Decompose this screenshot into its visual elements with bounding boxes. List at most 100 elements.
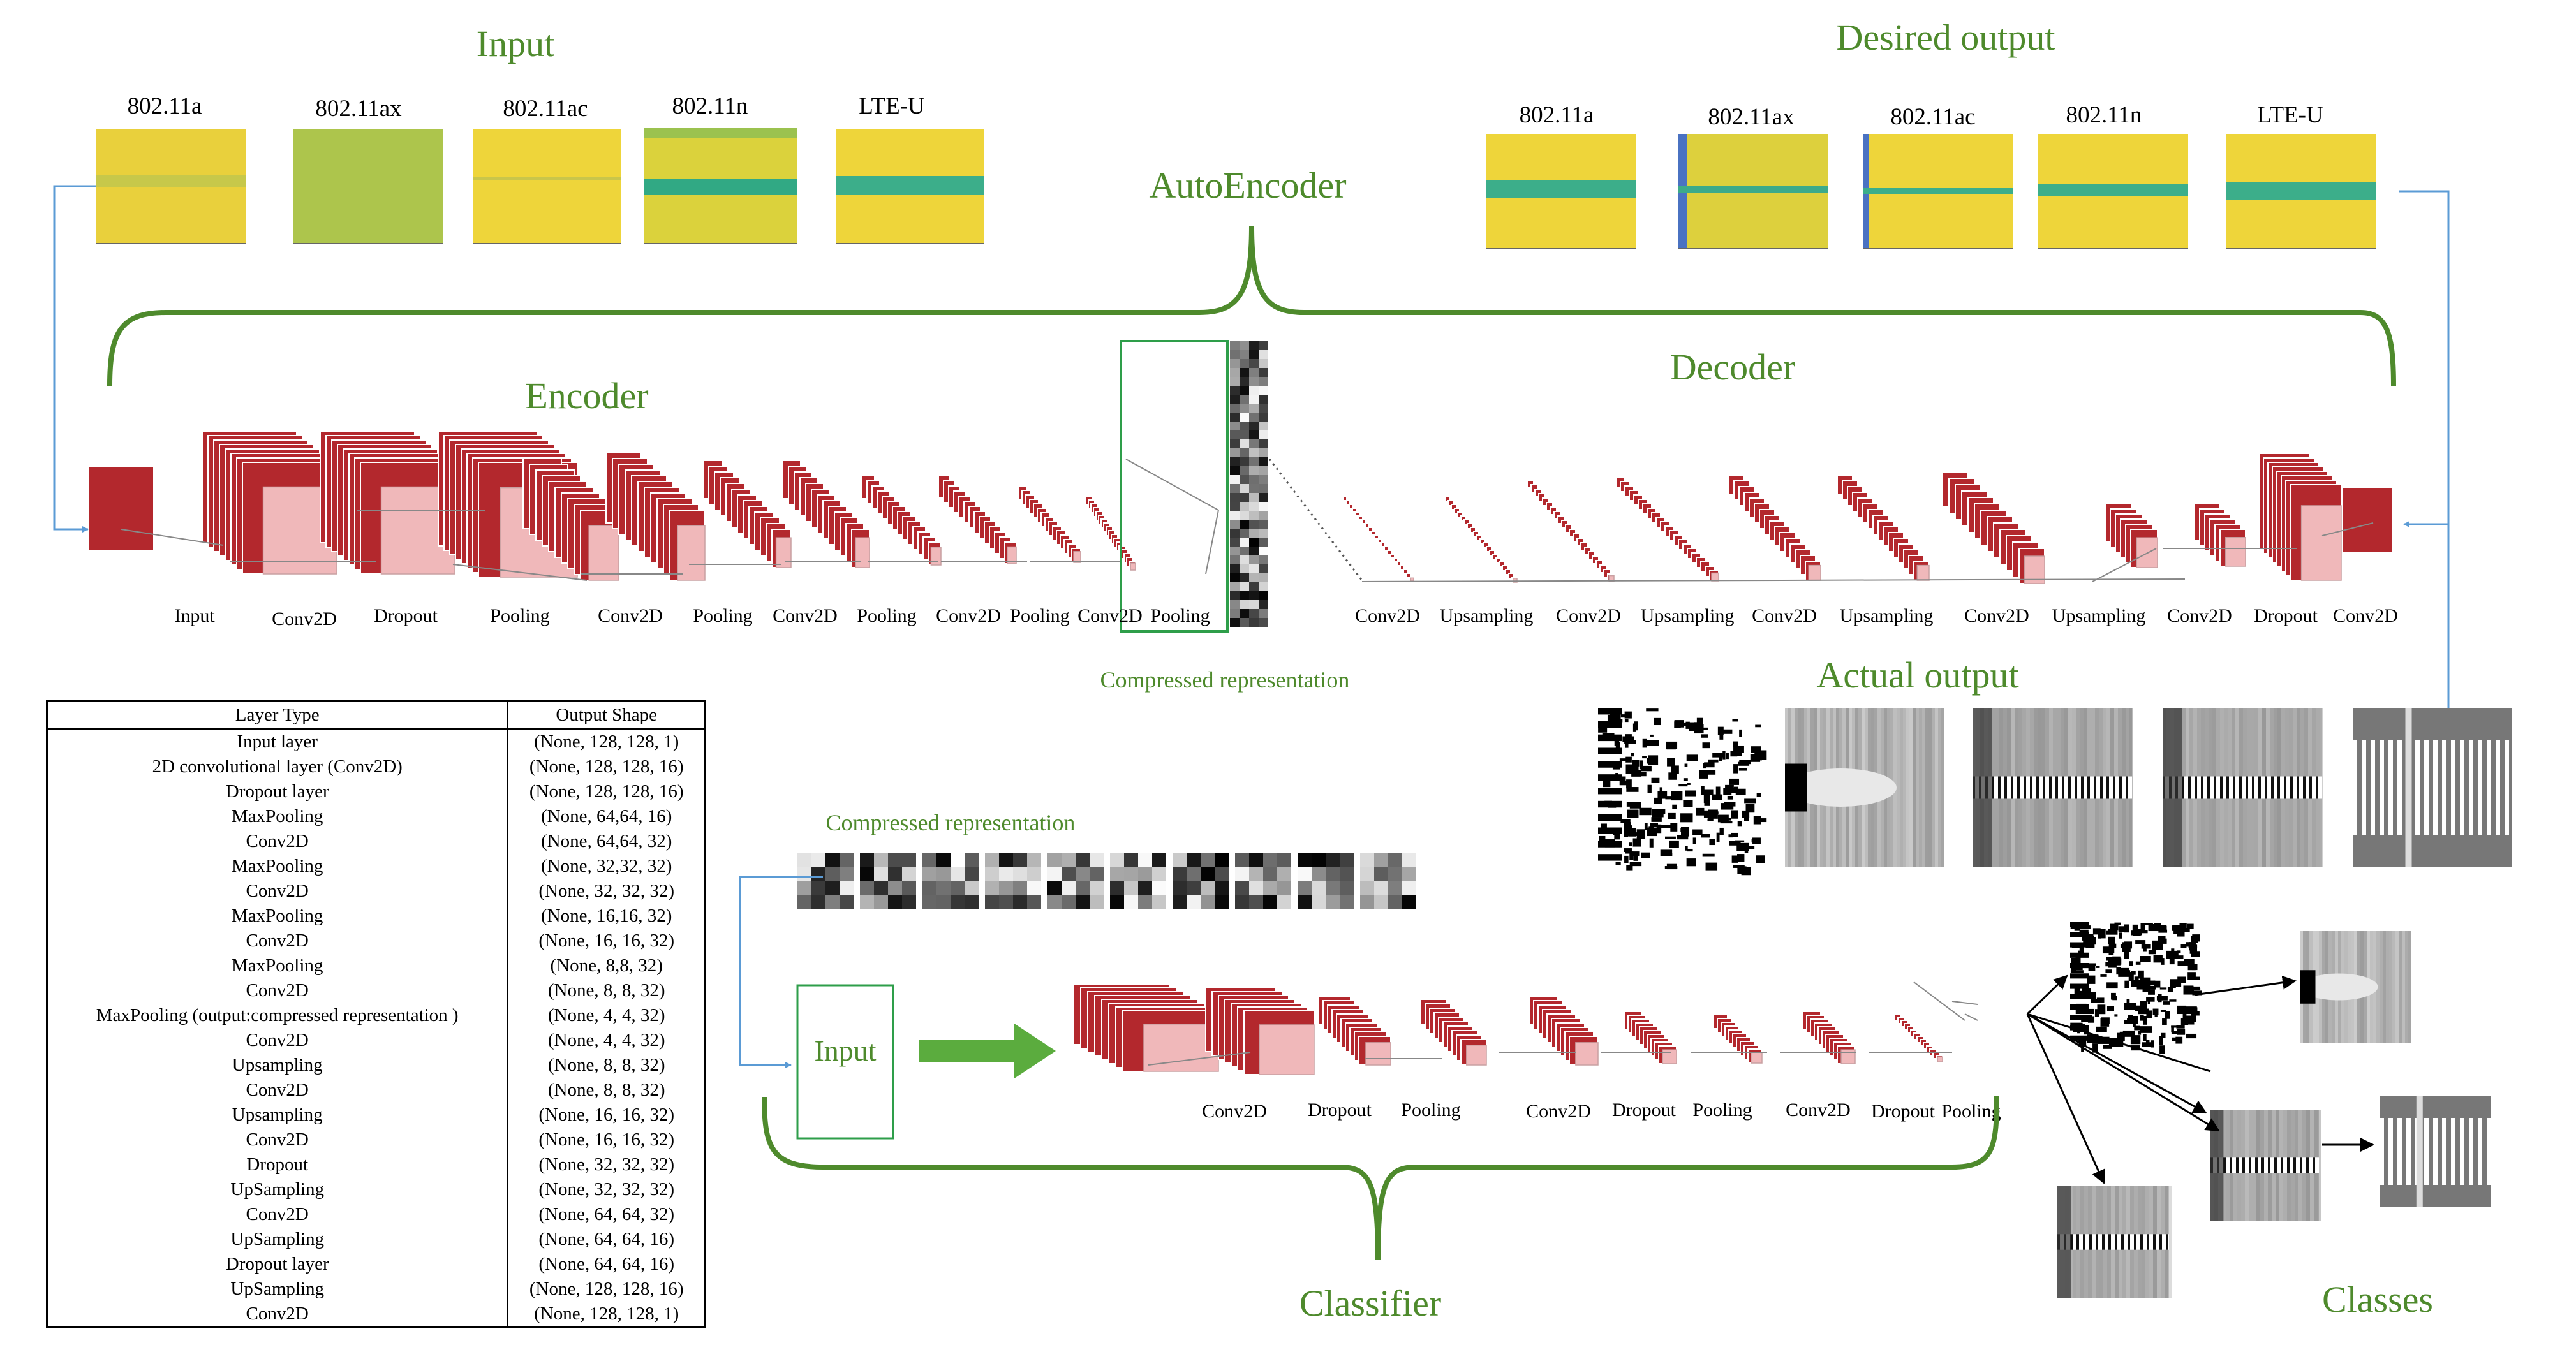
output-shape-cell: (None, 16,16, 32) (541, 906, 672, 926)
conv2d-stack (2194, 503, 2246, 567)
decoder-label: Conv2D (2333, 605, 2398, 626)
actual-output-802-11ax (1785, 708, 1944, 867)
class-802-11ac (2210, 1110, 2321, 1221)
compressed-to-decoder-link (1268, 459, 1363, 581)
desired-output-spectrograms: 802.11a 802.11ax 802.11ac 802.11n LTE-U (1486, 102, 2376, 249)
encoder-label: Dropout (374, 605, 438, 626)
classifier-brace (762, 1095, 1999, 1260)
table-row: Dropout layer (None, 64, 64, 16) (47, 1252, 706, 1277)
encoder-label: Conv2D (598, 605, 663, 626)
classifier-flow-arrow (919, 1024, 1056, 1078)
classifier-label: Dropout (1612, 1099, 1677, 1121)
encoder-label: Pooling (1150, 605, 1210, 626)
class-802-11a (2070, 922, 2202, 1054)
layer-type-cell: Dropout layer (47, 779, 509, 804)
output-shape-cell: (None, 64, 64, 32) (538, 1204, 675, 1224)
compressed-tile (1173, 853, 1229, 909)
table-row: Conv2D(None, 16, 16, 32) (47, 1128, 706, 1152)
class-lte-u (2380, 1096, 2491, 1207)
output-shape-cell: (None, 64, 64, 16) (538, 1229, 675, 1249)
layer-type-cell: MaxPooling (47, 854, 509, 879)
conv2d-stack (605, 452, 706, 581)
spectrogram-lte-u-desired (2226, 134, 2376, 249)
conv2d-stack (1073, 983, 1219, 1072)
layer-type-cell: MaxPooling (output:compressed representa… (47, 1003, 509, 1028)
layer-type-cell: Conv2D (47, 1028, 509, 1053)
table-row: MaxPooling (None, 32,32, 32) (47, 854, 706, 879)
classifier-label: Pooling (1692, 1099, 1752, 1121)
class-802-11ax (2300, 931, 2411, 1043)
compressed-tile (985, 853, 1041, 909)
conv2d-stack (1529, 996, 1599, 1066)
compressed-tile (860, 853, 916, 909)
spectrogram-802-11ax-input (293, 129, 443, 244)
output-shape-cell: (None, 128, 128, 16) (529, 756, 684, 777)
layer-type-cell: Conv2D (47, 829, 509, 854)
table-row: Input layer (None, 128, 128, 1) (47, 728, 706, 754)
input-spectrogram-label: 802.11a (128, 93, 202, 119)
conv2d-stack (1527, 480, 1615, 582)
actual-output-title: Actual output (1816, 654, 2018, 696)
output-shape-cell: (None, 32,32, 32) (541, 856, 672, 876)
output-shape-cell: (None, 64, 64, 16) (538, 1254, 675, 1274)
column-header-output-shape: Output Shape (507, 701, 706, 730)
conv2d-stack (1942, 471, 2045, 584)
table-row: Conv2D(None, 4, 4, 32) (47, 1028, 706, 1053)
actual-output-802-11a (1598, 708, 1767, 876)
table-row: UpSampling(None, 128, 128, 16) (47, 1277, 706, 1302)
spectrogram-802-11n-desired (2038, 134, 2188, 249)
output-spectrogram-label: 802.11ac (1890, 104, 1975, 130)
actual-output-802-11ac (1973, 708, 2133, 867)
table-row: UpSampling(None, 32, 32, 32) (47, 1177, 706, 1202)
input-title: Input (477, 23, 554, 64)
layer-type-cell: Dropout layer (47, 1252, 509, 1277)
table-row: Dropout(None, 32, 32, 32) (47, 1152, 706, 1177)
upsampling-stack (1444, 496, 1518, 583)
conv2d-stack (938, 475, 1017, 564)
autoencoder-brace (107, 226, 2396, 386)
classifier-label: Conv2D (1526, 1101, 1591, 1122)
classes-arrows (2026, 974, 2374, 1184)
layer-type-cell: 2D convolutional layer (Conv2D) (47, 754, 509, 779)
decoder-label: Conv2D (2167, 605, 2232, 626)
output-shape-cell: (None, 16, 16, 32) (538, 1129, 675, 1150)
compressed-representation-ae-label: Compressed representation (1100, 667, 1350, 693)
spectrogram-802-11a-input (96, 129, 246, 244)
conv2d-stack (1342, 496, 1414, 582)
layer-type-cell: Dropout (47, 1152, 509, 1177)
encoder-label: Conv2D (1077, 605, 1143, 626)
dropout-stack (1894, 1013, 1943, 1062)
pooling-stack (1420, 999, 1487, 1066)
compressed-representation-cls-label: Compressed representation (826, 810, 1076, 835)
layer-type-cell: Conv2D (47, 1078, 509, 1103)
layer-type-cell: Conv2D (47, 879, 509, 904)
spectrogram-802-11ac-input (473, 129, 621, 244)
decoder-label: Upsampling (1641, 605, 1735, 626)
classifier-input-box (796, 984, 894, 1140)
compressed-tile (1047, 853, 1104, 909)
classes-title: Classes (2322, 1279, 2433, 1320)
output-shape-cell: (None, 128, 128, 16) (529, 781, 684, 802)
layer-type-cell: MaxPooling (47, 804, 509, 829)
compressed-tile (1298, 853, 1354, 909)
upsampling-stack (1837, 474, 1930, 581)
decoder-label: Upsampling (1840, 605, 1934, 626)
layer-type-cell: Input layer (47, 728, 509, 754)
layer-type-cell: Conv2D (47, 1302, 509, 1328)
output-shape-cell: (None, 128, 128, 1) (534, 731, 679, 752)
table-row: Conv2D(None, 64,64, 32) (47, 829, 706, 854)
classifier-label: Dropout (1871, 1101, 1936, 1122)
output-shape-cell: (None, 16, 16, 32) (538, 930, 675, 951)
table-row: Conv2D(None, 16, 16, 32) (47, 929, 706, 953)
classifier-title: Classifier (1299, 1282, 1441, 1324)
compressed-representation-strip (1230, 341, 1268, 627)
spectrogram-802-11ac-desired (1863, 134, 2013, 249)
autoencoder-title: AutoEncoder (1149, 165, 1346, 206)
table-row: MaxPooling (output:compressed representa… (47, 1003, 706, 1028)
table-row: Conv2D(None, 8, 8, 32) (47, 1078, 706, 1103)
encoder-label: Input (174, 605, 215, 626)
table-row: Upsampling(None, 8, 8, 32) (47, 1053, 706, 1078)
compressed-tile (922, 853, 979, 909)
output-shape-cell: (None, 8,8, 32) (550, 955, 663, 976)
pooling-stack (1085, 496, 1136, 571)
